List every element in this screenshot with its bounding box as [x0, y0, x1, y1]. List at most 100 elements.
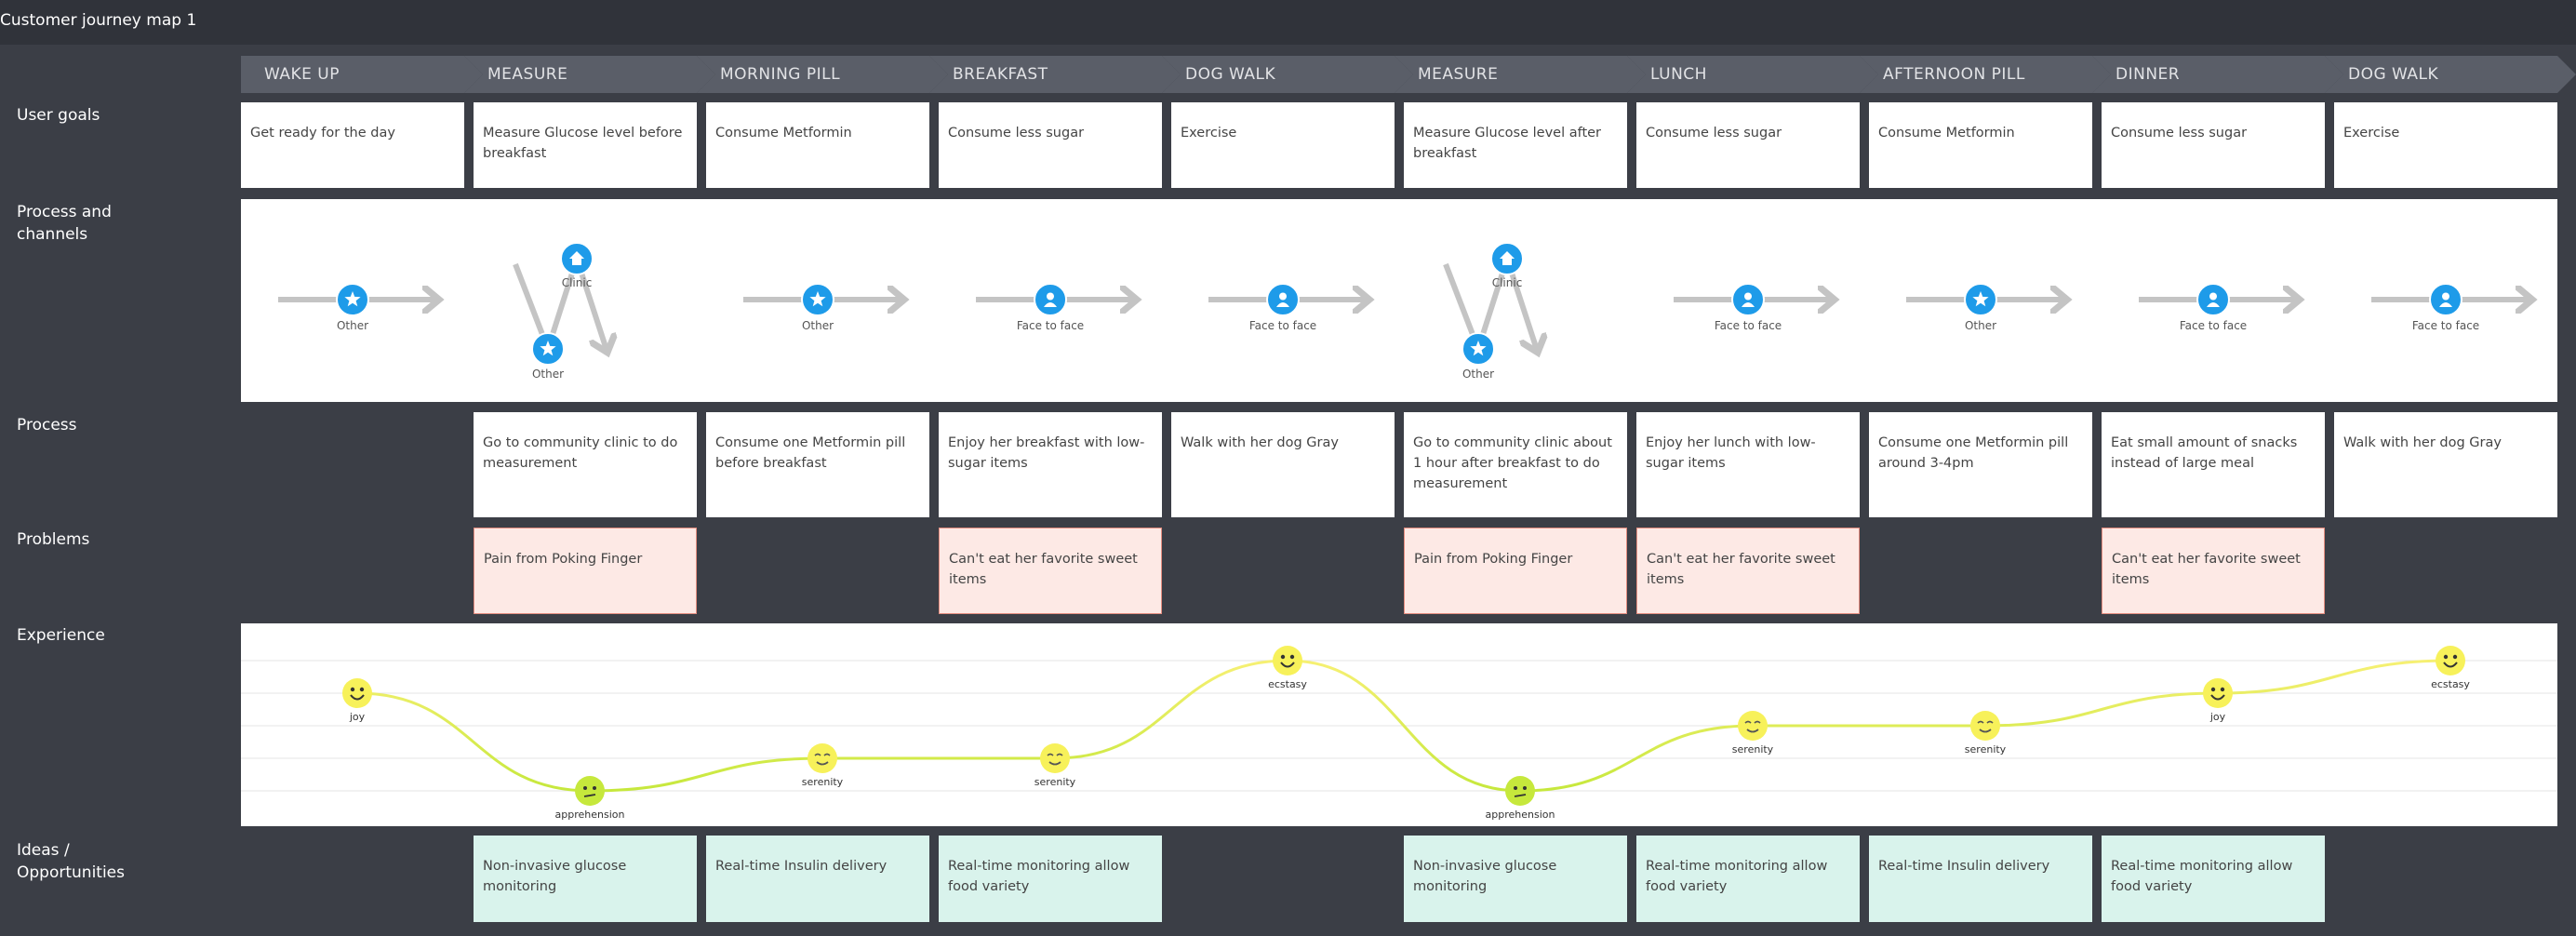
process-card[interactable]: Walk with her dog Gray — [1171, 412, 1395, 517]
top-bar — [0, 0, 2576, 45]
emotion-point: joy — [2203, 678, 2233, 723]
home-icon — [1490, 242, 1524, 275]
goal-card[interactable]: Exercise — [1171, 102, 1395, 188]
row-label-line: Opportunities — [17, 863, 125, 882]
idea-card[interactable]: Non-invasive glucose monitoring — [474, 836, 697, 922]
row-label-ideas: Ideas / Opportunities — [17, 839, 221, 884]
row-label-line: Ideas / — [17, 841, 70, 860]
serenity-face-icon — [1040, 743, 1070, 773]
channel-label: Face to face — [2412, 319, 2479, 332]
stage-3[interactable]: MORNING PILL — [697, 56, 948, 93]
emotion-label: joy — [2209, 711, 2226, 723]
channel-4: Face to face — [976, 283, 1134, 332]
goal-card[interactable]: Consume less sugar — [1636, 102, 1860, 188]
emotion-label: serenity — [1034, 776, 1076, 788]
goal-card[interactable]: Consume Metformin — [1869, 102, 2092, 188]
channel-label: Face to face — [1249, 319, 1316, 332]
experience-panel: joy apprehension serenity serenity ecstasy ap… — [241, 623, 2557, 826]
goal-card[interactable]: Measure Glucose level after breakfast — [1404, 102, 1627, 188]
problem-card[interactable]: Pain from Poking Finger — [474, 528, 697, 614]
star-icon — [1462, 332, 1495, 366]
stage-5[interactable]: DOG WALK — [1162, 56, 1413, 93]
idea-card[interactable]: Real-time monitoring allow food variety — [2102, 836, 2325, 922]
serenity-face-icon — [808, 743, 837, 773]
emotion-point: ecstasy — [1268, 646, 1307, 690]
process-card[interactable]: Consume one Metformin pill around 3-4pm — [1869, 412, 2092, 517]
serenity-face-icon — [1970, 711, 2000, 741]
process-card[interactable]: Enjoy her breakfast with low-sugar items — [939, 412, 1162, 517]
goal-card[interactable]: Get ready for the day — [241, 102, 464, 188]
problem-card[interactable]: Can't eat her favorite sweet items — [1636, 528, 1860, 614]
goal-card[interactable]: Measure Glucose level before breakfast — [474, 102, 697, 188]
person-icon — [1266, 283, 1300, 316]
channel-5: Face to face — [1208, 283, 1367, 332]
idea-card[interactable]: Non-invasive glucose monitoring — [1404, 836, 1627, 922]
channel-label: Other — [532, 368, 564, 381]
idea-card[interactable]: Real-time Insulin delivery — [706, 836, 929, 922]
star-icon — [531, 332, 565, 366]
idea-card[interactable]: Real-time monitoring allow food variety — [939, 836, 1162, 922]
stage-10[interactable]: DOG WALK — [2325, 56, 2576, 93]
channel-label: Other — [337, 319, 368, 332]
channel-3: Other — [743, 283, 901, 332]
home-icon — [560, 242, 594, 275]
person-icon — [1731, 283, 1765, 316]
row-label-user-goals: User goals — [17, 106, 100, 125]
emotion-point: apprehension — [555, 776, 625, 821]
channel-label: Other — [802, 319, 834, 332]
stage-2[interactable]: MEASURE — [464, 56, 715, 93]
joy-face-icon — [342, 678, 372, 708]
problem-card[interactable]: Pain from Poking Finger — [1404, 528, 1627, 614]
emotion-point: apprehension — [1486, 776, 1555, 821]
channel-7: Face to face — [1674, 283, 1832, 332]
process-card[interactable]: Go to community clinic to do measurement — [474, 412, 697, 517]
emotion-label: apprehension — [1486, 809, 1555, 821]
channel-label: Other — [1462, 368, 1494, 381]
row-label-line: channels — [17, 225, 88, 244]
emotion-point: serenity — [1034, 743, 1076, 788]
star-icon — [801, 283, 834, 316]
ecstasy-face-icon — [2436, 646, 2465, 675]
channel-2: Other Clinic — [513, 242, 607, 381]
emotion-label: serenity — [1732, 743, 1774, 755]
emotion-label: joy — [349, 711, 366, 723]
person-icon — [1034, 283, 1067, 316]
channel-label: Clinic — [562, 276, 593, 289]
goal-card[interactable]: Consume less sugar — [939, 102, 1162, 188]
emotion-point: serenity — [1732, 711, 1774, 755]
process-card[interactable]: Walk with her dog Gray — [2334, 412, 2557, 517]
stage-1[interactable]: WAKE UP — [241, 56, 483, 93]
goal-card[interactable]: Consume less sugar — [2102, 102, 2325, 188]
process-card[interactable]: Enjoy her lunch with low-sugar items — [1636, 412, 1860, 517]
emotion-label: apprehension — [555, 809, 625, 821]
channel-10: Face to face — [2371, 283, 2529, 332]
idea-card[interactable]: Real-time monitoring allow food variety — [1636, 836, 1860, 922]
stage-4[interactable]: BREAKFAST — [929, 56, 1181, 93]
process-card[interactable]: Go to community clinic about 1 hour afte… — [1404, 412, 1627, 517]
joy-face-icon — [2203, 678, 2233, 708]
stage-9[interactable]: DINNER — [2092, 56, 2343, 93]
process-card[interactable]: Consume one Metformin pill before breakf… — [706, 412, 929, 517]
stage-6[interactable]: MEASURE — [1395, 56, 1646, 93]
goal-card[interactable]: Exercise — [2334, 102, 2557, 188]
person-icon — [2429, 283, 2463, 316]
apprehension-face-icon — [575, 776, 605, 806]
process-card[interactable]: Eat small amount of snacks instead of la… — [2102, 412, 2325, 517]
row-label-experience: Experience — [17, 626, 105, 645]
person-icon — [2196, 283, 2230, 316]
emotion-point: serenity — [802, 743, 844, 788]
channel-label: Other — [1965, 319, 1996, 332]
row-label-problems: Problems — [17, 530, 90, 549]
problem-card[interactable]: Can't eat her favorite sweet items — [939, 528, 1162, 614]
problem-card[interactable]: Can't eat her favorite sweet items — [2102, 528, 2325, 614]
star-icon — [1964, 283, 1997, 316]
idea-card[interactable]: Real-time Insulin delivery — [1869, 836, 2092, 922]
star-icon — [336, 283, 369, 316]
channel-8: Other — [1906, 283, 2064, 332]
ecstasy-face-icon — [1273, 646, 1302, 675]
stage-7[interactable]: LUNCH — [1627, 56, 1878, 93]
stage-8[interactable]: AFTERNOON PILL — [1860, 56, 2111, 93]
goal-card[interactable]: Consume Metformin — [706, 102, 929, 188]
